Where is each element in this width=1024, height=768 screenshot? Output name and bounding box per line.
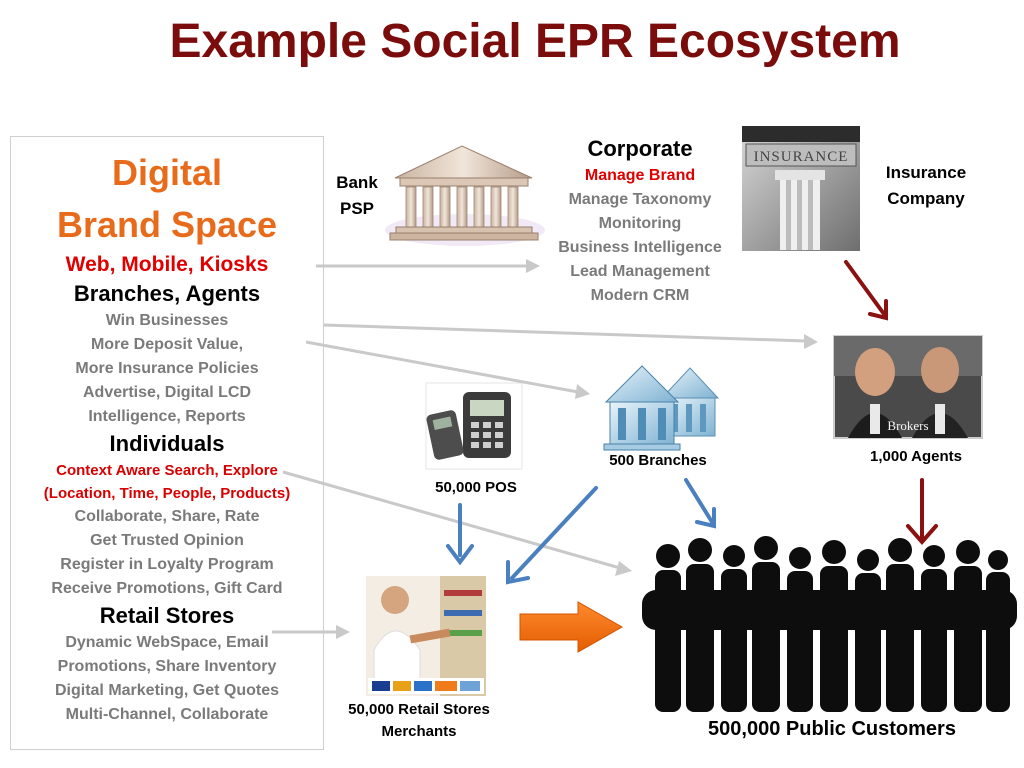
pos-label: 50,000 POS — [435, 479, 517, 496]
corporate-heading: Corporate — [587, 136, 693, 161]
orange-arrow-store-to-customers — [519, 601, 624, 653]
insurance-sign-text: INSURANCE — [754, 149, 849, 165]
retail-stores-label-line1: 50,000 Retail Stores — [348, 701, 490, 718]
insurance-building-image: INSURANCE — [742, 126, 860, 251]
dark-red-arrows — [844, 260, 938, 546]
bank-label: Bank PSP — [322, 170, 392, 222]
corporate-item: Lead Management — [570, 263, 710, 280]
corporate-item: Monitoring — [598, 215, 682, 232]
panel-section-branches: Branches, Agents — [73, 281, 261, 306]
panel-section-retail: Retail Stores — [99, 603, 235, 628]
digital-brand-space-panel: Digital Brand Space Web, Mobile, Kiosks … — [10, 136, 324, 750]
blue-arrows — [446, 478, 716, 585]
panel-channels: Web, Mobile, Kiosks — [65, 253, 269, 276]
panel-branches-item: Advertise, Digital LCD — [82, 384, 252, 401]
arrow-individuals-to-customers — [282, 470, 632, 576]
arrow-branches-to-agents — [323, 323, 818, 349]
corporate-block: Corporate Manage Brand Manage Taxonomy M… — [540, 134, 740, 308]
arrow-agents-to-customers — [906, 478, 938, 546]
panel-individuals-red: (Location, Time, People, Products) — [43, 485, 291, 502]
panel-heading-digital: Digital — [111, 152, 222, 193]
bank-label-line1: Bank — [336, 173, 378, 192]
brokers-image: Brokers — [833, 335, 983, 439]
retail-store-image — [366, 576, 486, 696]
page-title: Example Social EPR Ecosystem — [169, 15, 901, 68]
arrow-pos-to-store — [446, 503, 474, 566]
panel-branches-item: Win Businesses — [105, 312, 229, 329]
arrow-branches-to-customers — [684, 478, 716, 529]
customers-label: 500,000 Public Customers — [680, 714, 984, 744]
agents-label: 1,000 Agents — [870, 448, 962, 465]
arrow-branches-to-500-branches — [305, 340, 590, 399]
panel-branches-item: Intelligence, Reports — [88, 408, 246, 425]
insurance-label: Insurance Company — [864, 160, 988, 212]
panel-heading-brand-space: Brand Space — [56, 204, 278, 245]
gray-arrows — [272, 259, 818, 639]
panel-retail-item: Promotions, Share Inventory — [57, 658, 277, 675]
panel-individuals-item: Register in Loyalty Program — [60, 556, 274, 573]
corporate-highlight: Manage Brand — [584, 167, 696, 184]
retail-stores-label-line2: Merchants — [381, 723, 457, 740]
customers-silhouette-image — [642, 536, 1017, 712]
insurance-label-line1: Insurance — [885, 163, 967, 182]
panel-retail-item: Multi-Channel, Collaborate — [65, 706, 269, 723]
arrow-retail-to-store — [272, 625, 350, 639]
corporate-item: Business Intelligence — [558, 239, 722, 256]
panel-section-individuals: Individuals — [109, 431, 225, 456]
arrow-branches-to-store — [506, 486, 598, 585]
panel-branches-item: More Insurance Policies — [75, 360, 259, 377]
insurance-label-line2: Company — [887, 189, 965, 208]
corporate-item: Manage Taxonomy — [568, 191, 712, 208]
panel-retail-item: Digital Marketing, Get Quotes — [54, 682, 280, 699]
panel-individuals-item: Collaborate, Share, Rate — [74, 508, 260, 525]
branches-icon — [603, 365, 720, 451]
brokers-sign-text: Brokers — [887, 418, 928, 433]
panel-individuals-item: Receive Promotions, Gift Card — [51, 580, 283, 597]
bank-label-line2: PSP — [339, 199, 375, 218]
panel-individuals-item: Get Trusted Opinion — [90, 532, 244, 549]
panel-individuals-red: Context Aware Search, Explore — [56, 462, 278, 479]
panel-retail-item: Dynamic WebSpace, Email — [65, 634, 269, 651]
arrow-insurance-to-agents — [844, 260, 888, 321]
pos-terminal-icon — [425, 382, 523, 470]
panel-branches-item: More Deposit Value, — [90, 336, 244, 353]
bank-building-icon — [385, 145, 545, 246]
arrow-brand-to-corporate — [316, 259, 540, 273]
corporate-item: Modern CRM — [590, 287, 690, 304]
retail-stores-label: 50,000 Retail Stores Merchants — [326, 699, 512, 743]
branches-label: 500 Branches — [609, 452, 707, 469]
